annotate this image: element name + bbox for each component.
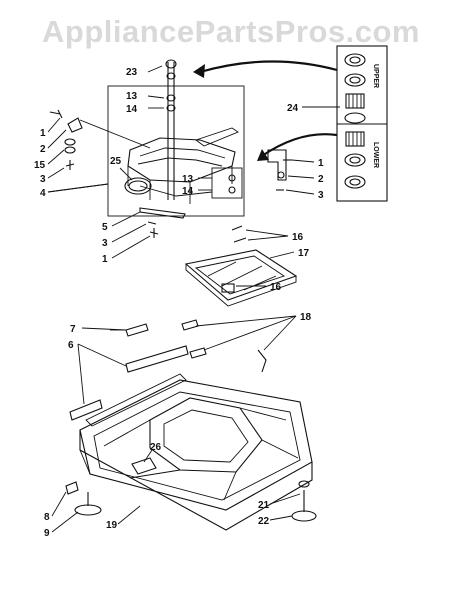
callout-13-upper: 13 — [126, 91, 138, 102]
clips — [125, 319, 267, 373]
callout-1-right: 1 — [318, 158, 324, 169]
callout-3-lower: 3 — [102, 238, 108, 249]
gearcase-assembly — [107, 59, 245, 217]
callout-1-lower: 1 — [102, 254, 108, 265]
left-hardware — [49, 109, 151, 170]
callout-17: 17 — [298, 248, 310, 259]
arrowhead-lower-icon — [257, 149, 269, 161]
bearing-inset: UPPER LOWER — [336, 45, 388, 202]
callout-7: 7 — [70, 324, 76, 335]
callout-4: 4 — [40, 188, 46, 199]
base-frame — [79, 373, 313, 531]
mounting-plate — [184, 225, 298, 307]
callout-13-lower: 13 — [182, 174, 194, 185]
callout-2-right: 2 — [318, 174, 324, 185]
side-rails — [69, 345, 189, 421]
callout-18: 18 — [300, 312, 312, 323]
callout-16-upper: 16 — [292, 232, 304, 243]
callout-23: 23 — [126, 67, 138, 78]
callout-22: 22 — [258, 516, 270, 527]
callout-26: 26 — [150, 442, 162, 453]
callout-21: 21 — [258, 500, 270, 511]
leader-lines — [47, 65, 340, 533]
callout-14-lower: 14 — [182, 186, 194, 197]
lower-label: LOWER — [372, 142, 379, 168]
callout-19: 19 — [106, 520, 118, 531]
watermark: AppliancePartsPros.com — [42, 14, 420, 49]
callout-14-upper: 14 — [126, 104, 138, 115]
callout-25: 25 — [110, 156, 122, 167]
callout-16-lower: 16 — [270, 282, 282, 293]
upper-bearing-stack — [344, 53, 366, 124]
lower-bearing-stack — [344, 131, 366, 189]
callout-8: 8 — [44, 512, 50, 523]
callout-15: 15 — [34, 160, 46, 171]
callout-3-right: 3 — [318, 190, 324, 201]
callout-3-left: 3 — [40, 174, 46, 185]
callout-24: 24 — [287, 103, 299, 114]
arrowhead-upper-icon — [193, 64, 205, 78]
callouts: 23 13 14 24 1 2 15 3 4 25 13 14 1 2 3 5 … — [34, 67, 324, 539]
lower-hardware — [139, 207, 186, 238]
upper-label: UPPER — [372, 64, 379, 88]
arrow-lower-icon — [261, 133, 338, 157]
callout-5: 5 — [102, 222, 108, 233]
right-hardware — [267, 149, 292, 191]
arrow-upper-icon — [199, 60, 338, 74]
callout-1-left: 1 — [40, 128, 46, 139]
callout-2-left: 2 — [40, 144, 46, 155]
callout-9: 9 — [44, 528, 50, 539]
callout-6: 6 — [68, 340, 74, 351]
